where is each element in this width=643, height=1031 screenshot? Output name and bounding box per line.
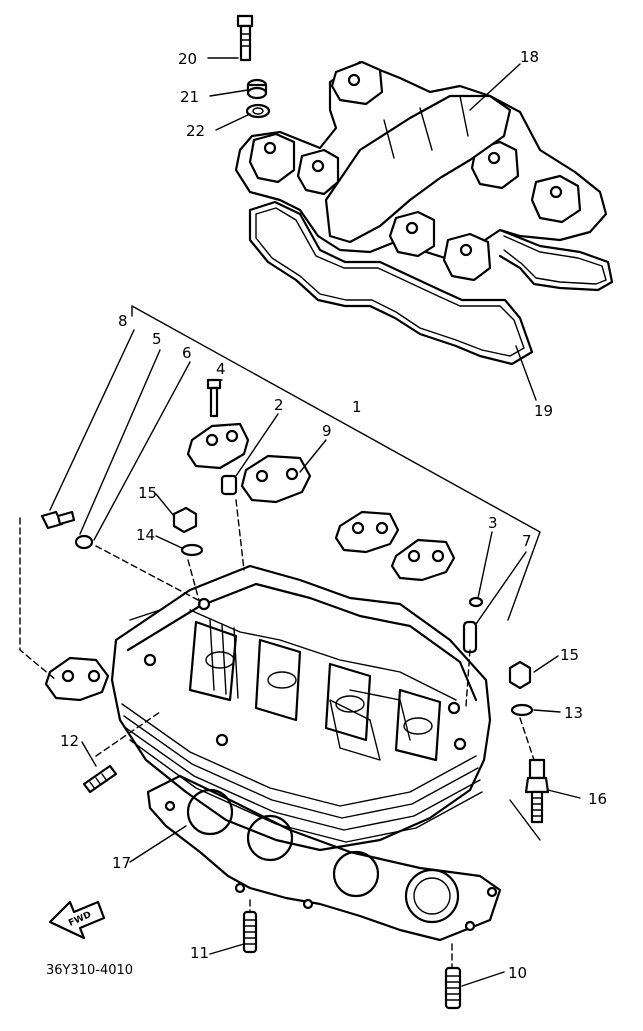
part-7-oil-pipe[interactable] bbox=[462, 620, 478, 654]
callout-18: 18 bbox=[520, 48, 539, 66]
callout-16: 16 bbox=[588, 790, 607, 808]
part-2-dowel[interactable] bbox=[220, 474, 238, 496]
part-15-plug-upper[interactable] bbox=[172, 506, 198, 534]
cylinder-head[interactable] bbox=[110, 564, 492, 852]
callout-19: 19 bbox=[534, 402, 553, 420]
forward-arrow-icon: FWD bbox=[48, 900, 106, 940]
diagram-code: 36Y310-4010 bbox=[46, 963, 133, 978]
part-15-plug-right[interactable] bbox=[508, 660, 532, 690]
callout-3: 3 bbox=[488, 514, 498, 532]
part-11-stud[interactable] bbox=[242, 910, 258, 954]
part-13-washer[interactable] bbox=[510, 703, 534, 717]
part-2-cam-cap[interactable] bbox=[186, 422, 250, 470]
part-1-cam-cap-a[interactable] bbox=[334, 510, 400, 554]
callout-4: 4 bbox=[216, 360, 226, 378]
callout-22: 22 bbox=[186, 122, 205, 140]
part-20-bolt[interactable] bbox=[236, 14, 254, 62]
callout-8: 8 bbox=[118, 312, 128, 330]
part-17-head-gasket[interactable] bbox=[146, 774, 502, 942]
part-12-stud[interactable] bbox=[82, 764, 118, 794]
part-3-pin[interactable] bbox=[468, 596, 484, 608]
callout-21: 21 bbox=[180, 88, 199, 106]
part-10-stud[interactable] bbox=[444, 966, 462, 1010]
part-8-tensioner[interactable] bbox=[44, 656, 110, 702]
callout-5: 5 bbox=[152, 330, 162, 348]
callout-15-upper: 15 bbox=[138, 484, 157, 502]
callout-1: 1 bbox=[352, 398, 362, 416]
callout-17: 17 bbox=[112, 854, 131, 872]
callout-7: 7 bbox=[522, 532, 532, 550]
callout-14: 14 bbox=[136, 526, 155, 544]
callout-10: 10 bbox=[508, 964, 527, 982]
part-16-spark-plug[interactable] bbox=[524, 758, 550, 824]
callout-2: 2 bbox=[274, 396, 284, 414]
part-6-washer[interactable] bbox=[74, 534, 94, 550]
callout-12: 12 bbox=[60, 732, 79, 750]
callout-15-right: 15 bbox=[560, 646, 579, 664]
part-9-cam-cap[interactable] bbox=[240, 454, 312, 504]
callout-20: 20 bbox=[178, 50, 197, 68]
callout-9: 9 bbox=[322, 422, 332, 440]
callout-13: 13 bbox=[564, 704, 583, 722]
part-22-grommet[interactable] bbox=[245, 103, 271, 119]
part-1-cam-cap-b[interactable] bbox=[390, 538, 456, 582]
callout-11: 11 bbox=[190, 944, 209, 962]
part-5-bolt[interactable] bbox=[40, 510, 76, 530]
part-21-washer[interactable] bbox=[246, 78, 268, 100]
part-14-washer[interactable] bbox=[180, 543, 204, 557]
leader-part-1-frame bbox=[131, 305, 541, 621]
callout-6: 6 bbox=[182, 344, 192, 362]
part-19-cover-gasket[interactable] bbox=[248, 200, 614, 366]
part-18-head-cover[interactable] bbox=[234, 60, 608, 282]
part-4-bolt[interactable] bbox=[206, 378, 222, 418]
leader-lines bbox=[19, 57, 581, 987]
